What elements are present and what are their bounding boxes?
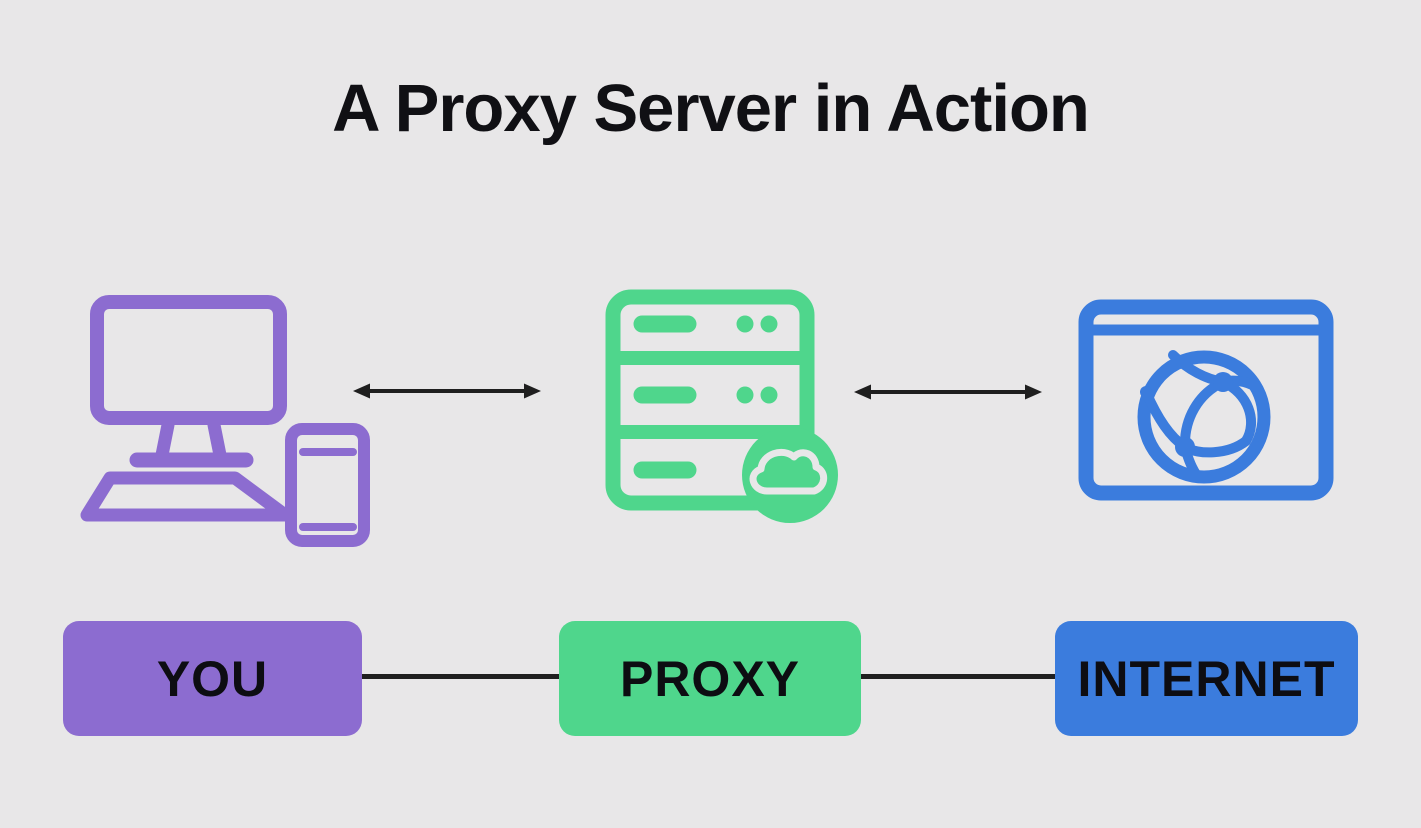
cloud-icon [749, 448, 828, 495]
you-label: YOU [156, 650, 269, 707]
proxy-server-cloud-icon [600, 283, 845, 523]
page-title: A Proxy Server in Action [332, 71, 1090, 146]
bidirectional-arrow-proxy-internet [853, 379, 1043, 405]
internet-label: INTERNET [1077, 650, 1336, 707]
connector-line-proxy-internet [861, 674, 1055, 679]
proxy-label-box: PROXY [559, 621, 861, 736]
you-label-box: YOU [63, 621, 362, 736]
bidirectional-arrow-you-proxy [352, 378, 542, 404]
proxy-label: PROXY [619, 650, 801, 707]
connector-line-you-proxy [362, 674, 559, 679]
computer-and-phone-icon [70, 285, 375, 555]
cloud-badge-circle [742, 427, 838, 523]
internet-label-box: INTERNET [1055, 621, 1358, 736]
browser-globe-icon [1078, 299, 1334, 501]
